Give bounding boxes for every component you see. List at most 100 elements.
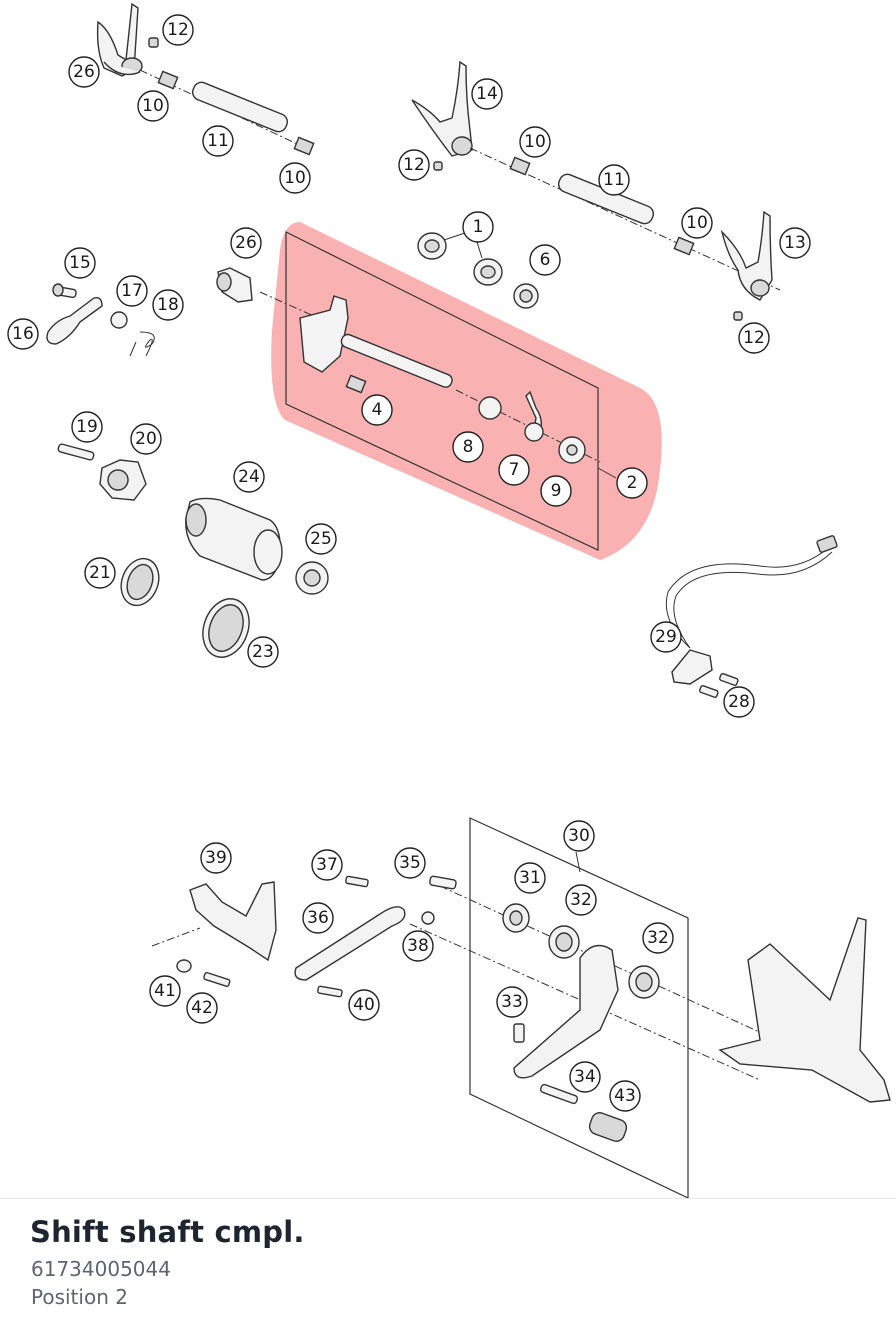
callout-9[interactable]: 9 <box>540 475 572 507</box>
svg-text:41: 41 <box>154 981 176 1001</box>
callout-7[interactable]: 7 <box>498 454 530 486</box>
shift-lever-assembly <box>151 817 891 1198</box>
callout-31[interactable]: 31 <box>514 862 546 894</box>
svg-text:36: 36 <box>307 908 329 928</box>
svg-text:1: 1 <box>473 217 484 237</box>
svg-text:17: 17 <box>121 281 143 301</box>
callout-10a[interactable]: 10 <box>137 90 169 122</box>
svg-text:8: 8 <box>463 437 474 457</box>
callout-1[interactable]: 1 <box>462 211 494 243</box>
callout-25[interactable]: 25 <box>305 523 337 555</box>
callout-6[interactable]: 6 <box>529 244 561 276</box>
callout-29[interactable]: 29 <box>650 621 682 653</box>
callout-13[interactable]: 13 <box>779 227 811 259</box>
callout-12b[interactable]: 12 <box>398 149 430 181</box>
callout-23[interactable]: 23 <box>247 636 279 668</box>
shift-shaft-group <box>259 231 617 551</box>
callout-8[interactable]: 8 <box>452 431 484 463</box>
callout-2[interactable]: 2 <box>616 467 648 499</box>
callout-39[interactable]: 38 <box>402 930 434 962</box>
shift-fork-left-assembly <box>96 2 315 156</box>
callout-40[interactable]: 39 <box>200 842 232 874</box>
gear-position-sensor <box>665 535 838 698</box>
callout-43[interactable]: 42 <box>186 992 218 1024</box>
exploded-parts-diagram: 12 26 10 11 10 14 10 12 11 10 13 12 1 6 … <box>7 2 891 1198</box>
callout-34[interactable]: 34 <box>569 1061 601 1093</box>
callout-30[interactable]: 30 <box>563 820 595 852</box>
svg-text:10: 10 <box>524 132 546 152</box>
svg-text:43: 43 <box>614 1086 636 1106</box>
callout-17[interactable]: 17 <box>116 275 148 307</box>
callout-14[interactable]: 14 <box>471 78 503 110</box>
callout-4[interactable]: 4 <box>361 394 393 426</box>
svg-text:29: 29 <box>655 627 677 647</box>
svg-text:6: 6 <box>540 250 551 270</box>
svg-text:7: 7 <box>509 460 520 480</box>
svg-text:42: 42 <box>191 998 213 1018</box>
left-lever-parts <box>46 283 155 357</box>
svg-text:25: 25 <box>310 529 332 549</box>
callout-20[interactable]: 20 <box>130 423 162 455</box>
callout-36[interactable]: 35 <box>394 847 426 879</box>
callout-11b[interactable]: 11 <box>598 164 630 196</box>
callout-10b[interactable]: 10 <box>279 162 311 194</box>
svg-text:26: 26 <box>235 233 257 253</box>
svg-text:14: 14 <box>476 84 498 104</box>
callout-18[interactable]: 18 <box>152 289 184 321</box>
callout-15[interactable]: 15 <box>64 247 96 279</box>
svg-text:39: 39 <box>205 848 227 868</box>
shift-drum-parts <box>57 443 329 658</box>
selected-group-highlight <box>271 222 662 560</box>
svg-text:33: 33 <box>501 992 523 1012</box>
callout-42[interactable]: 41 <box>149 975 181 1007</box>
svg-text:4: 4 <box>372 400 383 420</box>
svg-text:37: 37 <box>316 855 338 875</box>
callout-38[interactable]: 37 <box>311 849 343 881</box>
svg-text:30: 30 <box>568 826 590 846</box>
svg-text:32: 32 <box>647 928 669 948</box>
callout-32b[interactable]: 32 <box>642 922 674 954</box>
svg-text:40: 40 <box>353 995 375 1015</box>
callout-28[interactable]: 28 <box>723 686 755 718</box>
svg-text:24: 24 <box>238 467 260 487</box>
callout-24[interactable]: 24 <box>233 461 265 493</box>
svg-text:31: 31 <box>519 868 541 888</box>
callout-32a[interactable]: 32 <box>565 884 597 916</box>
callout-22[interactable]: 26 <box>68 56 100 88</box>
callout-33[interactable]: 33 <box>496 986 528 1018</box>
callout-21[interactable]: 21 <box>84 557 116 589</box>
svg-text:19: 19 <box>76 417 98 437</box>
svg-text:28: 28 <box>728 692 750 712</box>
svg-text:34: 34 <box>574 1067 596 1087</box>
svg-text:12: 12 <box>403 155 425 175</box>
svg-text:10: 10 <box>284 168 306 188</box>
svg-text:10: 10 <box>142 96 164 116</box>
svg-text:26: 26 <box>73 62 95 82</box>
part-title: Shift shaft cmpl. <box>30 1215 305 1249</box>
svg-text:20: 20 <box>135 429 157 449</box>
svg-text:9: 9 <box>551 481 562 501</box>
callout-11a[interactable]: 11 <box>202 125 234 157</box>
callout-12a[interactable]: 12 <box>162 14 194 46</box>
part-26-bushing <box>216 267 253 303</box>
part-number: 61734005044 <box>31 1257 171 1281</box>
callout-10c[interactable]: 10 <box>519 126 551 158</box>
callout-10d[interactable]: 10 <box>681 207 713 239</box>
callout-16[interactable]: 16 <box>7 318 39 350</box>
svg-text:11: 11 <box>603 170 625 190</box>
callout-37[interactable]: 36 <box>302 902 334 934</box>
needle-bearings <box>417 231 539 309</box>
svg-text:35: 35 <box>399 853 421 873</box>
callout-19[interactable]: 19 <box>71 411 103 443</box>
svg-text:12: 12 <box>743 328 765 348</box>
callout-26[interactable]: 26 <box>230 227 262 259</box>
svg-text:38: 38 <box>407 936 429 956</box>
svg-text:15: 15 <box>69 253 91 273</box>
svg-text:10: 10 <box>686 213 708 233</box>
callout-12c[interactable]: 12 <box>738 322 770 354</box>
callout-35[interactable]: 43 <box>609 1080 641 1112</box>
svg-text:12: 12 <box>167 20 189 40</box>
svg-text:32: 32 <box>570 890 592 910</box>
callout-41[interactable]: 40 <box>348 989 380 1021</box>
svg-text:21: 21 <box>89 563 111 583</box>
